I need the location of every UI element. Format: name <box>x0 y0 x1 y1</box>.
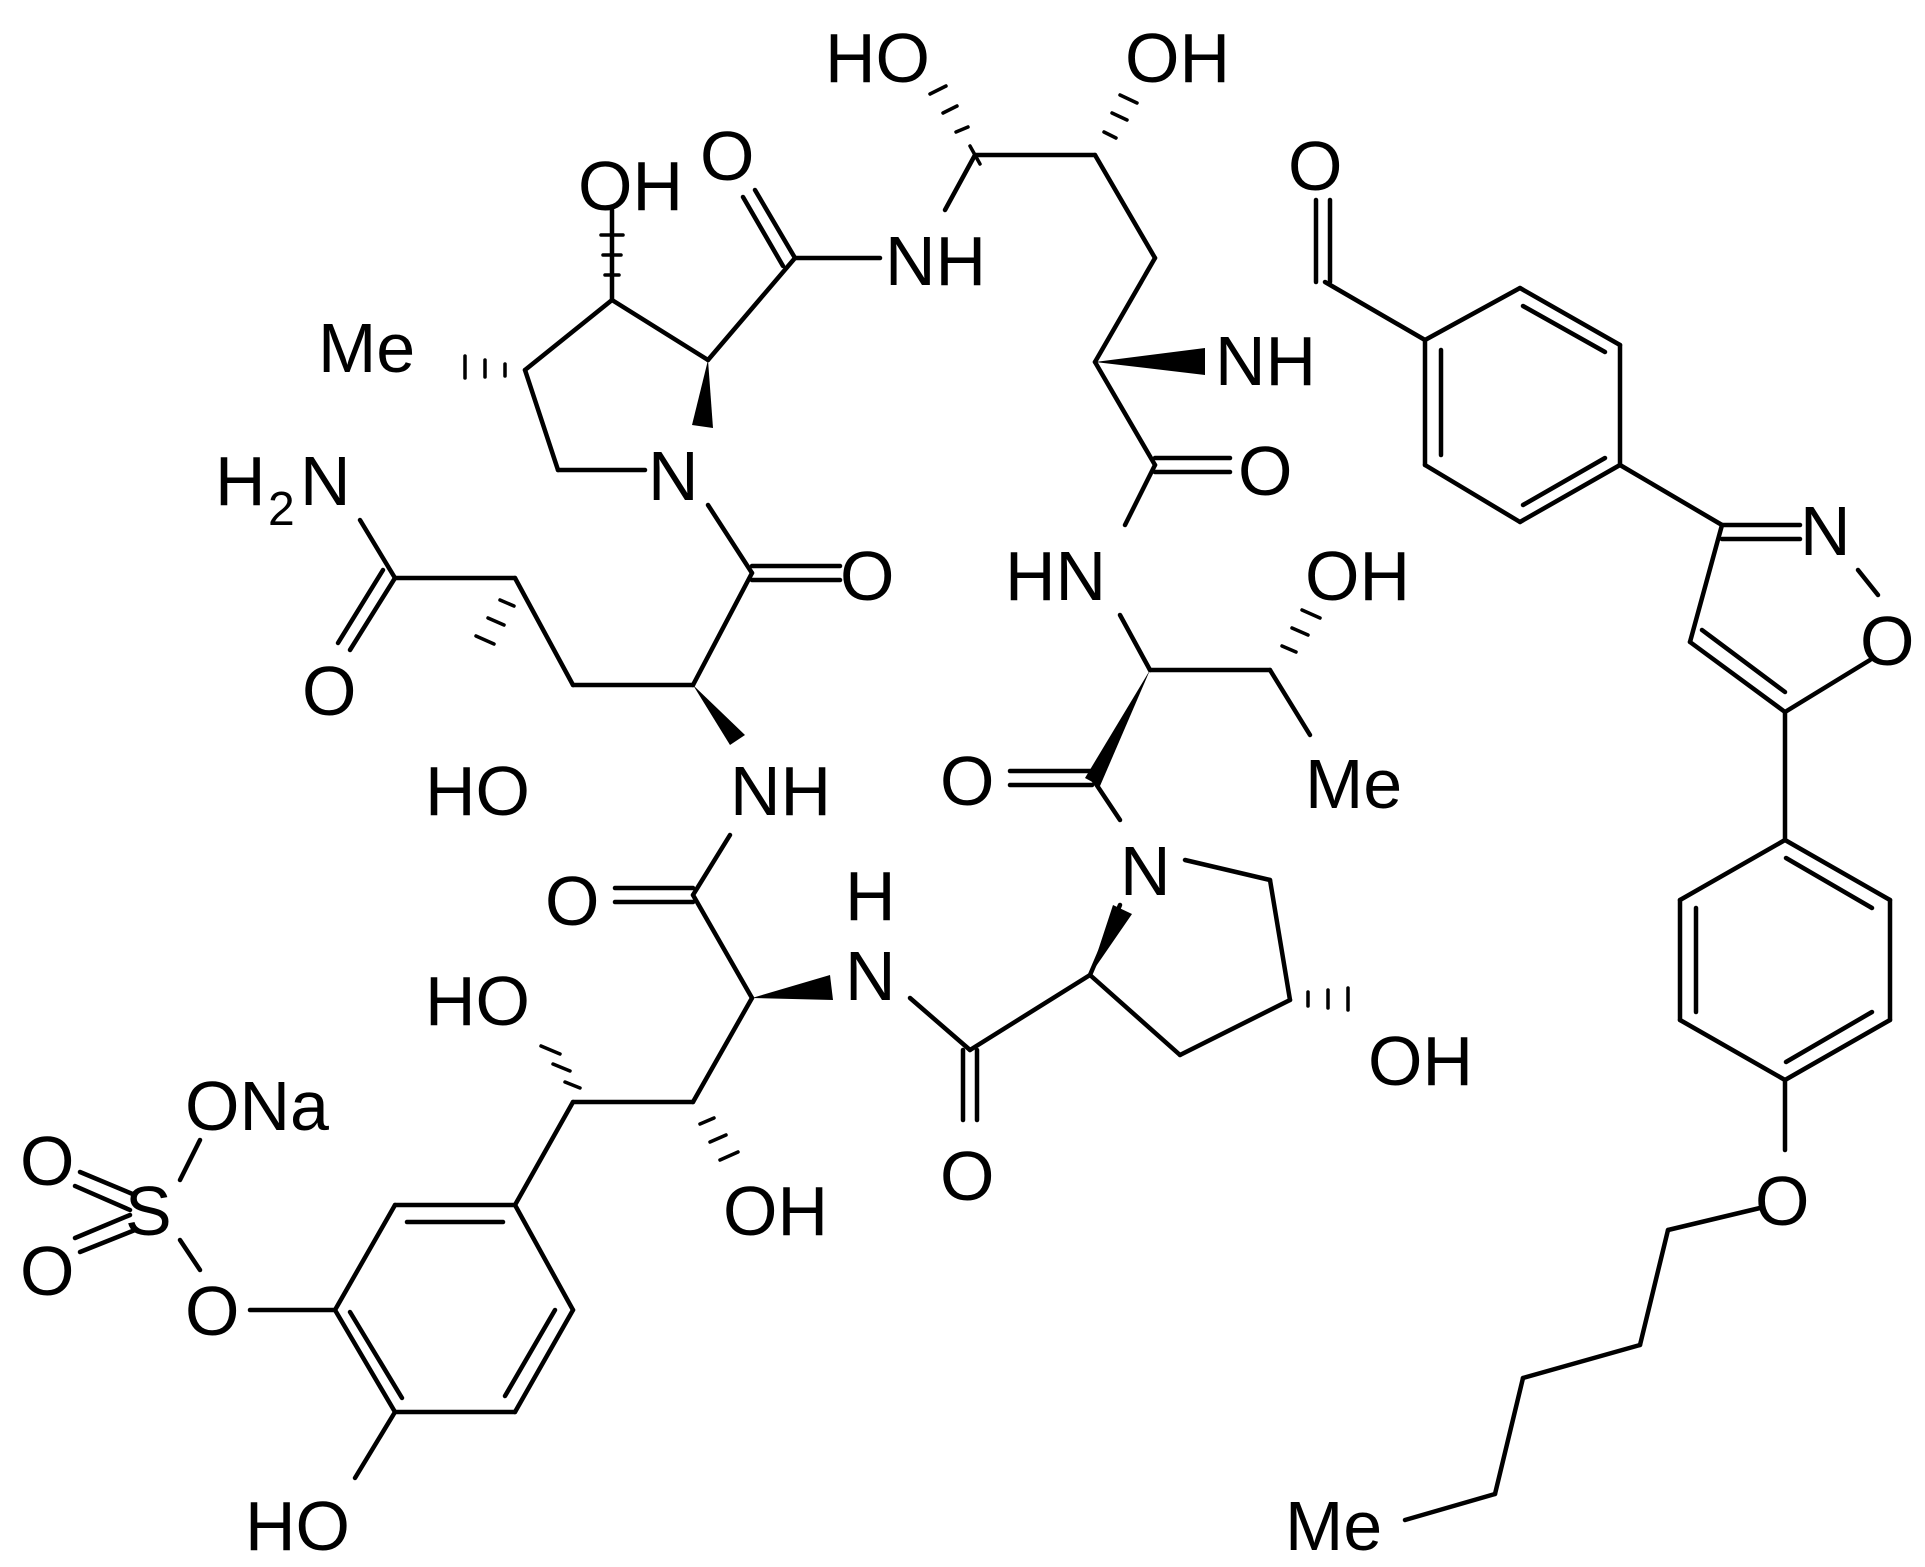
atom-label: N <box>1800 492 1851 570</box>
atom-label: O <box>1238 432 1292 510</box>
atom-label: Me <box>1305 745 1402 823</box>
atom-label: N <box>300 442 351 520</box>
wedge-layer <box>692 348 1205 1000</box>
atom-label: O <box>302 652 356 730</box>
atom-label: O <box>1288 127 1342 205</box>
atom-label: NH <box>1215 322 1316 400</box>
atom-label: ONa <box>185 1067 329 1145</box>
atom-label: HN <box>1005 537 1106 615</box>
atom-label: HO <box>425 962 530 1040</box>
atom-label: N <box>1120 832 1171 910</box>
subscript: 2 <box>268 483 295 536</box>
atom-label: O <box>545 862 599 940</box>
atom-label: O <box>940 742 994 820</box>
atom-label: OH <box>1368 1022 1473 1100</box>
atom-label: O <box>1755 1162 1809 1240</box>
atom-label: O <box>20 1232 74 1310</box>
h2n-label: H 2 N <box>215 442 351 536</box>
atom-label: HO <box>245 1487 350 1565</box>
atom-label: OH <box>1125 19 1230 97</box>
atom-label: Me <box>318 309 415 387</box>
hash-layer <box>463 84 1350 1162</box>
atom-label: O <box>20 1122 74 1200</box>
atom-label: NH <box>885 222 986 300</box>
atom-label: O <box>940 1137 994 1215</box>
atom-label: H <box>845 857 896 935</box>
atom-label: S <box>125 1172 172 1250</box>
atom-label: H <box>215 442 266 520</box>
atom-label: NH <box>730 752 831 830</box>
atom-label: O <box>840 537 894 615</box>
atom-label: O <box>185 1272 239 1350</box>
atom-label: OH <box>723 1172 828 1250</box>
atom-label: HO <box>825 19 930 97</box>
bond-layer <box>72 152 1893 1523</box>
atom-label: Me <box>1285 1487 1382 1565</box>
atom-label: O <box>1860 602 1914 680</box>
atom-label: OH <box>578 147 683 225</box>
atom-label: O <box>700 117 754 195</box>
atom-label: N <box>845 937 896 1015</box>
atom-label: HO <box>425 752 530 830</box>
atom-label: OH <box>1305 537 1410 615</box>
atom-label-layer: HO OH OH O NH O Me NH N O H 2 N N HN OH … <box>20 19 1914 1565</box>
atom-label: N <box>648 437 699 515</box>
